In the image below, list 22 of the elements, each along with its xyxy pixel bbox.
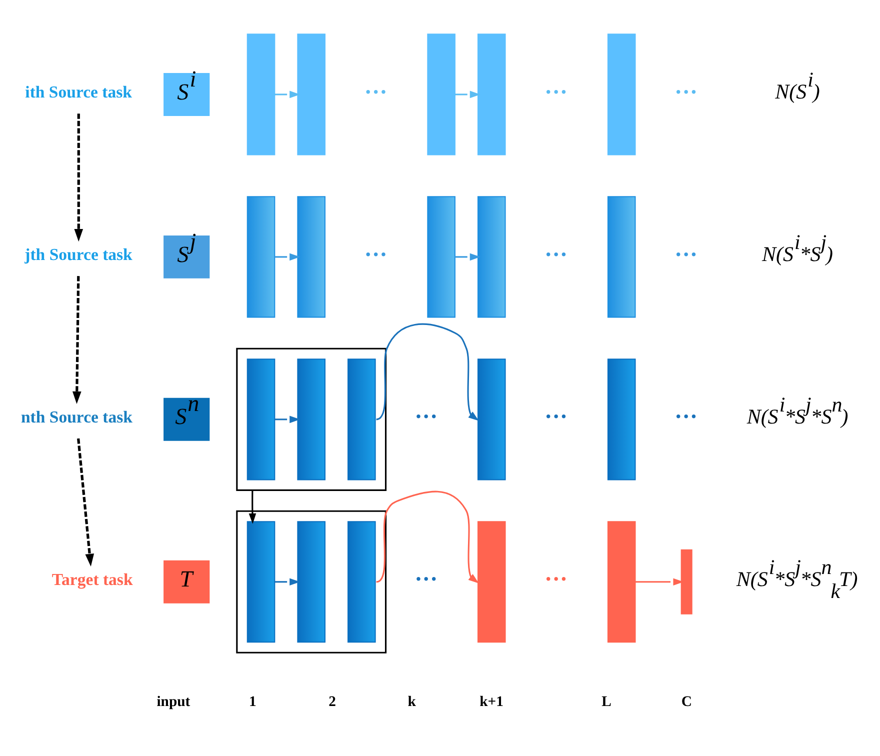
node-text: nth Source task — [20, 407, 132, 426]
label: ··· — [544, 566, 568, 592]
label: ··· — [544, 78, 568, 104]
label: input — [156, 694, 190, 710]
label: ··· — [364, 240, 388, 267]
label: ··· — [364, 78, 388, 104]
label: ··· — [674, 403, 698, 430]
label: ··· — [674, 78, 698, 104]
label: ··· — [544, 240, 568, 267]
label: C — [681, 694, 692, 710]
label: 1 — [248, 694, 256, 710]
label: 2 — [328, 694, 336, 710]
node-text: ith Source task — [25, 82, 132, 102]
label: k+1 — [480, 694, 504, 710]
label: k — [408, 694, 416, 710]
label: ··· — [674, 240, 698, 267]
label: ··· — [414, 566, 438, 592]
label: ··· — [544, 403, 568, 430]
node-text: jth Source task — [24, 244, 132, 264]
label: ··· — [414, 403, 438, 430]
node-text: Target task — [52, 570, 133, 589]
label: L — [602, 694, 612, 710]
